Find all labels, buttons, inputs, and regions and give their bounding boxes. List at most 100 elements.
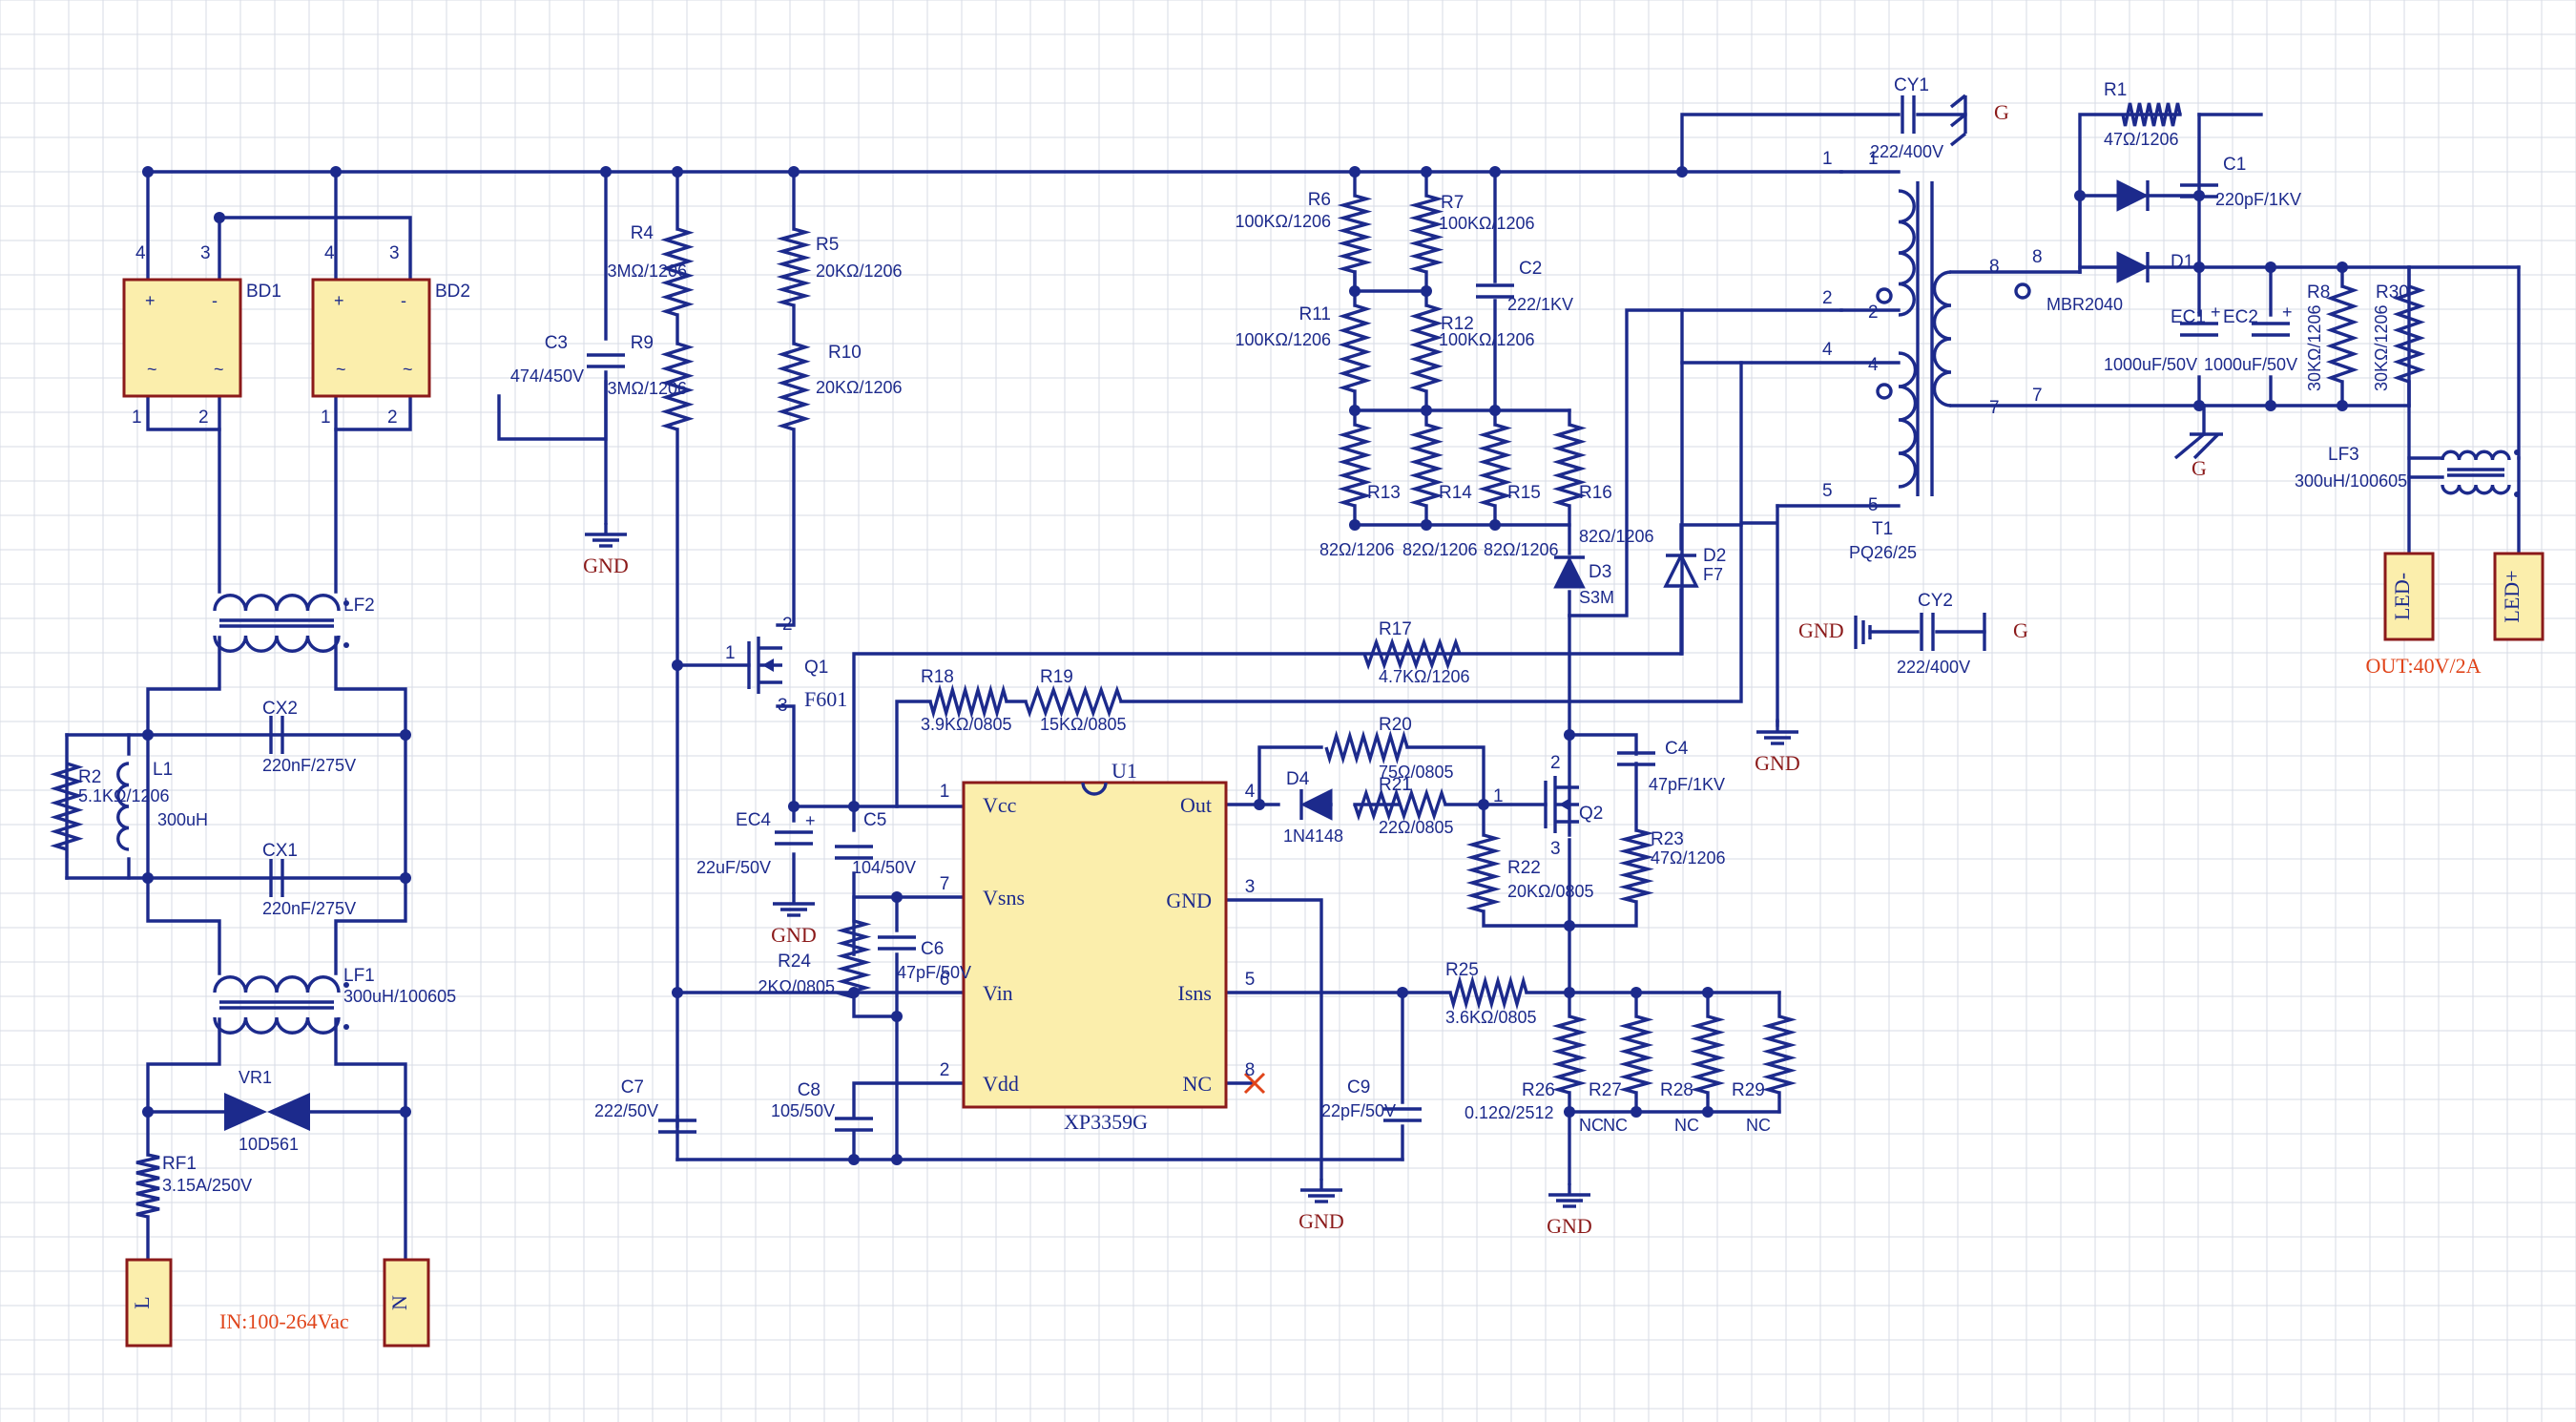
junction [2265,261,2276,273]
r26 [1551,1014,1588,1095]
r14-val: 82Ω/1206 [1402,540,1478,559]
r17-ref: R17 [1379,619,1412,639]
cy2-gnd-label: GND [1798,618,1844,642]
junction [1421,405,1432,416]
q2-pin2: 2 [1550,753,1561,773]
r16 [1551,423,1588,508]
r22-val: 20KΩ/0805 [1507,882,1594,901]
gnd-t1-label: GND [1755,751,1800,775]
junction [1489,405,1501,416]
r28-val: NC [1674,1116,1699,1135]
ic-left-pin-num: 6 [940,970,950,990]
q2-pin1: 1 [1493,786,1504,806]
junction [1702,987,1714,998]
lf1-dot1 [343,982,349,988]
junction [672,987,683,998]
bridge-pin1: 1 [321,408,331,428]
r27-val: NC [1603,1116,1628,1135]
lf3-coil-top [2441,450,2511,461]
c7-val: 222/50V [594,1101,658,1120]
connector-n [383,1258,430,1348]
r22-ref: R22 [1507,858,1541,878]
lf1-coil-top [213,975,341,993]
c5-ref: C5 [863,810,886,830]
r27-ref: R27 [1589,1080,1622,1100]
cy1-g: G [1994,100,2009,124]
d4-val: 1N4148 [1283,826,1343,846]
r10-ref: R10 [828,343,862,363]
ic-left-pin-num: 1 [940,782,950,802]
r25 [1448,974,1528,1011]
r13-val: 82Ω/1206 [1319,540,1395,559]
c4-val: 47pF/1KV [1649,775,1725,794]
r13 [1337,423,1373,508]
q2-pin3: 3 [1550,839,1561,859]
c9-ref: C9 [1347,1077,1370,1098]
bridge-ac2: ~ [403,360,413,379]
junction [2193,400,2205,411]
d1b [2116,251,2150,283]
l1-ref: L1 [153,760,173,780]
cy2-ref: CY2 [1918,591,1953,611]
lf3-ref: LF3 [2328,445,2359,465]
d1a [2116,179,2150,212]
junction [672,659,683,671]
r27 [1618,1014,1654,1095]
r9-ref: R9 [631,333,654,353]
t1-pin7: 7 [1989,398,2000,418]
gnd-g-2 [2192,432,2220,460]
r15 [1477,423,1513,508]
junction [1564,729,1575,741]
t1-pin1: 1 [1868,149,1879,169]
junction [788,801,800,812]
r19-ref: R19 [1040,667,1073,687]
junction [142,1106,154,1118]
varistor-left [224,1093,267,1131]
lf2-coil-top [213,594,341,612]
ic-right-pin-name: Isns [1178,981,1212,1005]
l1 [116,762,130,851]
junction [1349,285,1361,297]
rf1-ref: RF1 [162,1154,197,1174]
r26-val: 0.12Ω/2512 [1465,1103,1554,1122]
r8-ref: R8 [2307,282,2330,303]
r24 [836,919,872,999]
r1 [2121,102,2182,127]
bridge-1 [122,278,242,398]
lf2-dot2 [343,642,349,648]
ec1-val: 1000uF/50V [2104,355,2197,374]
r5 [776,227,812,307]
lf1-val: 300uH/100605 [343,987,456,1006]
t1-primary-2 [1898,351,1918,489]
c2-ref: C2 [1519,259,1542,279]
r4 [660,227,695,317]
r17 [1362,637,1462,671]
ic-left-pin-name: Vin [983,981,1013,1005]
bridge-pin4: 4 [324,243,335,263]
t1-primary-1 [1898,189,1916,317]
junction [1702,1106,1714,1118]
r4-ref: R4 [631,223,654,243]
ec4-plus: + [805,811,816,830]
c3-val: 474/450V [510,366,584,386]
gnd-g-1 [2173,432,2206,460]
t1-pin5: 5 [1868,495,1879,515]
r17-val: 4.7KΩ/1206 [1379,667,1470,686]
t1-wire8: 8 [2032,247,2043,267]
junction [142,872,154,884]
cx1-ref: CX1 [262,841,298,861]
r7-ref: R7 [1441,193,1464,213]
r5-val: 20KΩ/1206 [816,261,903,281]
bridge-2 [311,278,431,398]
ic-right-pin-num: 4 [1245,782,1256,802]
junction [1397,987,1408,998]
r10-val: 20KΩ/1206 [816,378,903,397]
ic-left-pin-name: Vsns [983,886,1025,910]
bridge-pin2: 2 [198,408,209,428]
junction [2265,400,2276,411]
junction [848,801,860,812]
r24-ref: R24 [778,951,811,972]
junction [400,1106,411,1118]
